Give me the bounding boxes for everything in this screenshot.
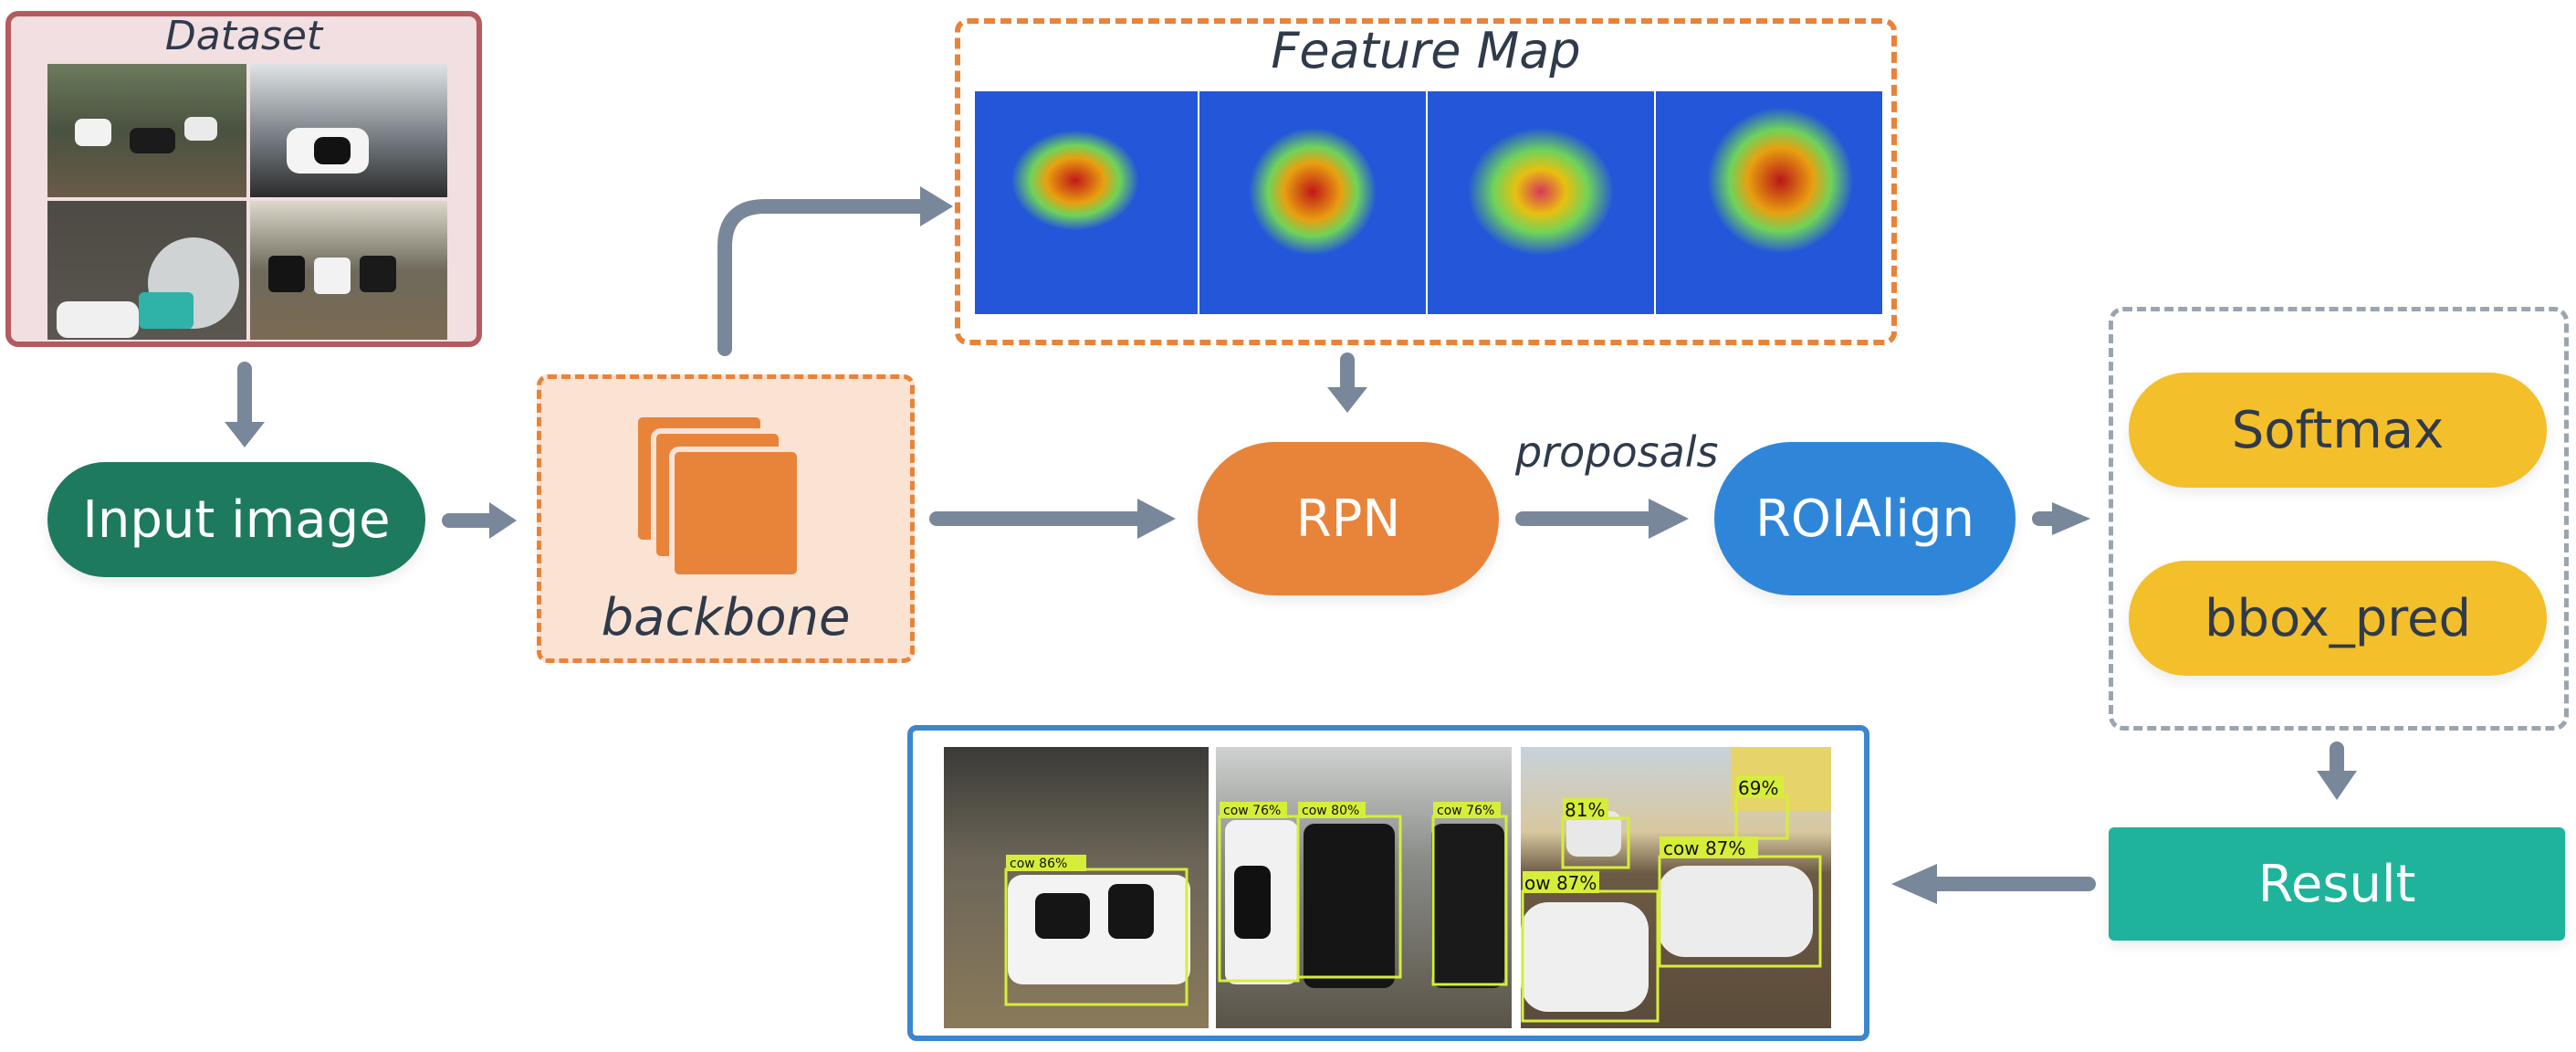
detection-label-3: cow 80%	[1302, 804, 1359, 818]
layers-icon	[633, 412, 802, 580]
result-photo-3	[1521, 747, 1831, 1028]
input-image-node: Input image	[47, 462, 425, 577]
detection-label-4: cow 76%	[1437, 804, 1494, 818]
dataset-photo-2	[250, 64, 447, 197]
backbone-label: backbone	[601, 588, 851, 647]
feature-map-panel	[955, 18, 1897, 345]
rpn-node: RPN	[1198, 442, 1499, 595]
rpn-label: RPN	[1295, 489, 1401, 549]
feature-map-label: Feature Map	[1271, 22, 1581, 79]
detection-label-1: cow 86%	[1010, 857, 1067, 871]
roialign-node: ROIAlign	[1714, 442, 2016, 595]
detection-label-8: ow 87%	[1524, 872, 1597, 894]
bbox-pred-node: bbox_pred	[2129, 561, 2547, 676]
heatmap-4	[1656, 91, 1882, 314]
arrow-backbone-to-featuremap	[717, 199, 931, 356]
heatmap-3	[1428, 91, 1654, 314]
dataset-label: Dataset	[164, 13, 323, 59]
result-node: Result	[2109, 827, 2565, 941]
detection-label-6: 69%	[1738, 777, 1778, 799]
dataset-photo-3	[47, 201, 246, 340]
head-group-box	[2109, 307, 2569, 731]
dataset-photo-1	[47, 64, 246, 197]
result-label: Result	[2257, 854, 2416, 914]
dataset-photo-4	[250, 201, 447, 340]
roialign-label: ROIAlign	[1755, 489, 1974, 549]
softmax-label: Softmax	[2231, 400, 2445, 460]
heatmap-1	[975, 91, 1198, 314]
detection-label-7: cow 87%	[1663, 837, 1745, 859]
result-photo-1	[944, 747, 1209, 1028]
softmax-node: Softmax	[2129, 373, 2547, 488]
detection-label-2: cow 76%	[1223, 804, 1281, 818]
proposals-label: proposals	[1515, 427, 1719, 477]
detection-box-1	[1004, 868, 1189, 1006]
bbox-pred-label: bbox_pred	[2204, 588, 2472, 648]
detection-label-5: 81%	[1565, 799, 1605, 821]
input-image-label: Input image	[82, 489, 391, 550]
heatmap-2	[1199, 91, 1426, 314]
